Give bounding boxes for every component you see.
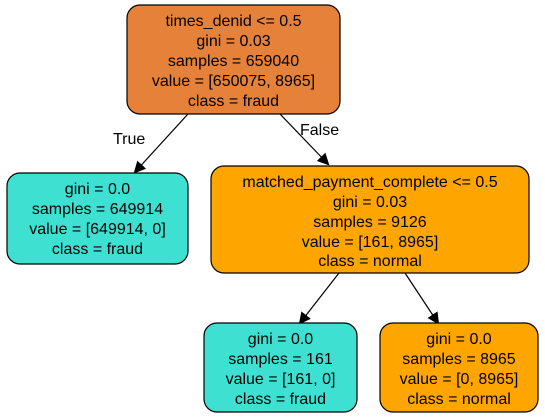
node-box	[6, 172, 189, 265]
node-line: class = fraud	[52, 241, 143, 258]
node-line: class = fraud	[235, 391, 326, 408]
tree-node-root: times_denid <= 0.5 gini = 0.03 samples =…	[126, 4, 341, 115]
tree-node-right-right-leaf: gini = 0.0 samples = 8965 value = [0, 89…	[379, 322, 539, 413]
node-line: gini = 0.03	[333, 194, 407, 211]
node-line: gini = 0.0	[248, 331, 313, 348]
edge-label-true: True	[113, 131, 145, 148]
tree-node-right-left-leaf: gini = 0.0 samples = 161 value = [161, 0…	[203, 322, 358, 413]
node-box	[126, 4, 341, 115]
node-line: samples = 9126	[313, 214, 427, 231]
node-line: class = normal	[407, 391, 511, 408]
tree-node-left-leaf: gini = 0.0 samples = 649914 value = [649…	[6, 172, 189, 265]
node-line: samples = 649914	[32, 201, 163, 218]
edge-label-false: False	[300, 122, 339, 139]
tree-edges: True False	[113, 113, 440, 325]
node-line: class = fraud	[188, 93, 279, 110]
node-line: gini = 0.03	[196, 33, 270, 50]
node-line: value = [161, 0]	[226, 371, 336, 388]
node-line: matched_payment_complete <= 0.5	[242, 174, 497, 191]
node-box	[379, 322, 539, 413]
node-line: gini = 0.0	[65, 181, 130, 198]
edge-root-to-right	[279, 113, 330, 166]
node-line: value = [0, 8965]	[400, 371, 519, 388]
node-line: value = [649914, 0]	[29, 221, 166, 238]
node-line: value = [650075, 8965]	[152, 73, 315, 90]
node-line: times_denid <= 0.5	[165, 13, 301, 30]
node-line: value = [161, 8965]	[302, 234, 439, 251]
node-box	[203, 322, 358, 413]
node-line: samples = 659040	[168, 53, 299, 70]
node-line: samples = 161	[228, 351, 333, 368]
node-line: samples = 8965	[402, 351, 516, 368]
node-line: gini = 0.0	[426, 331, 491, 348]
edge-right-to-right-left	[298, 272, 340, 325]
edge-root-to-left	[133, 113, 189, 174]
tree-node-right-split: matched_payment_complete <= 0.5 gini = 0…	[210, 165, 530, 274]
node-box	[210, 165, 530, 274]
edge-right-to-right-right	[404, 272, 440, 325]
node-line: class = normal	[318, 253, 422, 270]
